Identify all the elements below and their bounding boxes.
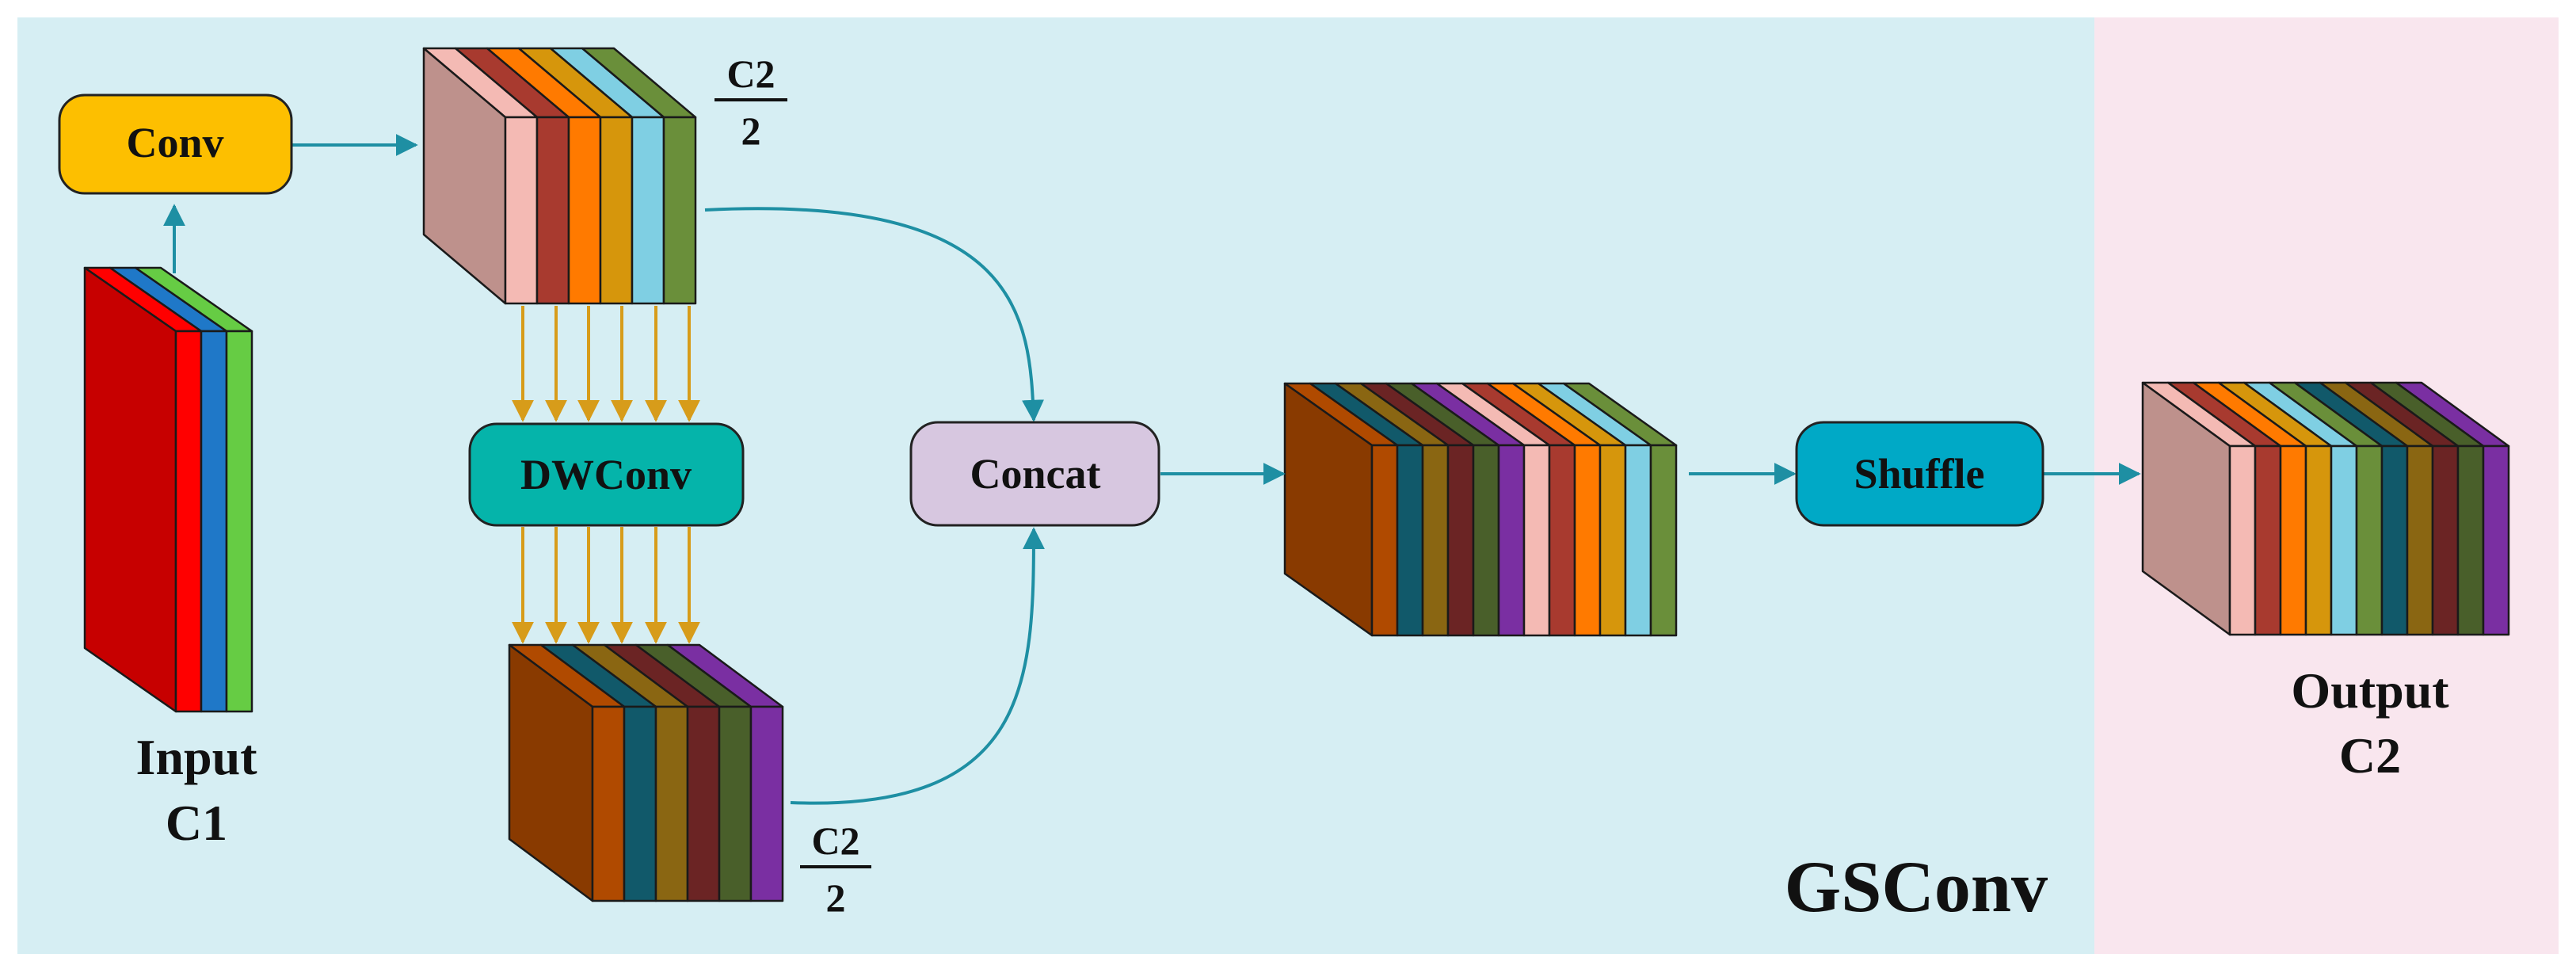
- dwconv-output-tensor: [508, 643, 784, 902]
- channel-front: [535, 116, 570, 305]
- channel-front: [749, 705, 784, 902]
- channel-front: [654, 705, 689, 902]
- conv-label: Conv: [126, 119, 223, 166]
- channel-front: [1548, 444, 1576, 637]
- channel-front: [2431, 444, 2460, 636]
- channel-side: [83, 266, 177, 713]
- dwconv-label: DWConv: [520, 451, 692, 498]
- concat-block: Concat: [909, 421, 1160, 527]
- conv-output-tensor: [422, 47, 697, 305]
- channel-front: [504, 116, 539, 305]
- dwout-to-concat-arrow: [790, 527, 1045, 805]
- channel-front: [686, 705, 721, 902]
- channel-front: [2279, 444, 2307, 636]
- input-label: Input: [136, 729, 258, 785]
- channel-front: [2380, 444, 2409, 636]
- channel-front: [2330, 444, 2358, 636]
- channel-front: [225, 330, 253, 713]
- dwconv-block: DWConv: [468, 422, 745, 527]
- channel-front: [1624, 444, 1652, 637]
- channel-front: [718, 705, 753, 902]
- channel-front: [2406, 444, 2434, 636]
- channel-front: [2482, 444, 2510, 636]
- output-label: Output: [2291, 662, 2449, 719]
- channel-front: [200, 330, 228, 713]
- channel-front: [2456, 444, 2485, 636]
- shuffle-label: Shuffle: [1854, 450, 1984, 498]
- channel-front: [1599, 444, 1627, 637]
- conv-output-channels-fraction: C2 2: [714, 52, 787, 153]
- channel-front: [631, 116, 665, 305]
- channel-front: [662, 116, 697, 305]
- convout-to-concat-arrow: [704, 207, 1045, 422]
- dwconv-channel-arrows: [512, 306, 700, 644]
- channel-front: [2304, 444, 2333, 636]
- fraction-denominator: 2: [741, 109, 761, 153]
- conv-block: Conv: [58, 93, 293, 195]
- channel-front: [1370, 444, 1399, 637]
- channel-front: [1522, 444, 1551, 637]
- fraction-numerator: C2: [726, 52, 775, 96]
- module-title: GSConv: [1785, 846, 2048, 927]
- fraction-denominator: 2: [826, 876, 846, 920]
- channel-front: [1472, 444, 1500, 637]
- concat-label: Concat: [970, 450, 1101, 498]
- channel-front: [1497, 444, 1526, 637]
- channel-front: [591, 705, 626, 902]
- channel-front: [1396, 444, 1424, 637]
- fraction-numerator: C2: [811, 818, 859, 863]
- output-channels-label: C2: [2339, 727, 2401, 784]
- dwconv-output-channels-fraction: C2 2: [800, 818, 871, 920]
- output-tensor: [2141, 381, 2510, 636]
- channel-front: [1446, 444, 1475, 637]
- channel-front: [2228, 444, 2257, 636]
- input-tensor: [83, 266, 253, 713]
- input-channels-label: C1: [166, 795, 227, 851]
- channel-front: [1573, 444, 1602, 637]
- channel-front: [174, 330, 203, 713]
- channel-front: [623, 705, 657, 902]
- channel-front: [567, 116, 602, 305]
- channel-front: [2355, 444, 2384, 636]
- channel-front: [1649, 444, 1678, 637]
- channel-front: [599, 116, 634, 305]
- channel-front: [1421, 444, 1450, 637]
- shuffle-block: Shuffle: [1795, 421, 2044, 527]
- channel-front: [2254, 444, 2282, 636]
- concat-output-tensor: [1283, 382, 1678, 637]
